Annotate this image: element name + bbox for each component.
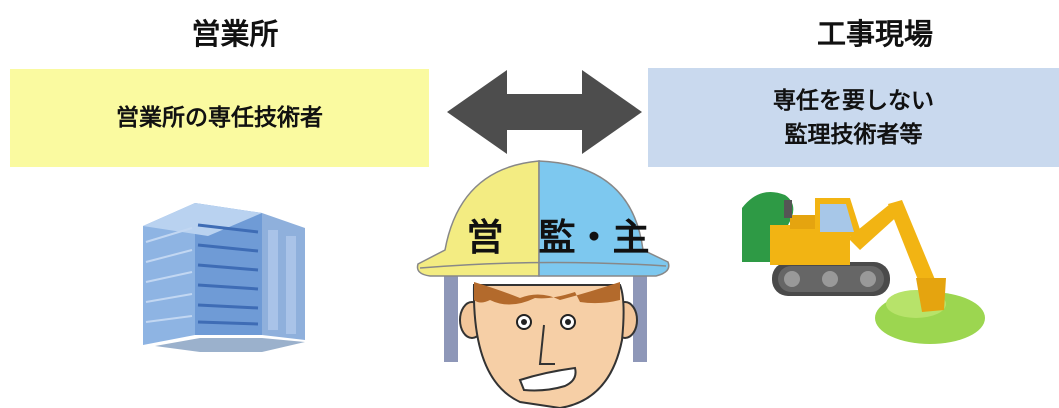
site-heading: 工事現場 <box>816 17 933 51</box>
site-engineer-label-line2: 監理技術者等 <box>784 121 923 148</box>
office-building-icon <box>143 203 305 352</box>
excavator-icon <box>742 191 985 344</box>
office-engineer-label: 営業所の専任技術者 <box>116 105 323 131</box>
office-heading: 営業所 <box>191 17 279 51</box>
office-engineer-box: 営業所の専任技術者 <box>10 69 429 167</box>
office-engineer-box-bg <box>10 69 429 167</box>
site-engineer-box-bg <box>648 68 1059 167</box>
site-engineer-box: 専任を要しない 監理技術者等 <box>648 68 1059 167</box>
double-headed-arrow-icon <box>447 70 642 154</box>
site-engineer-label-line1: 専任を要しない <box>773 87 934 114</box>
helmet-left-text: 営 <box>467 216 504 259</box>
helmet-right-text: 監・主 <box>539 216 650 259</box>
worker-with-helmet-icon <box>416 160 670 408</box>
